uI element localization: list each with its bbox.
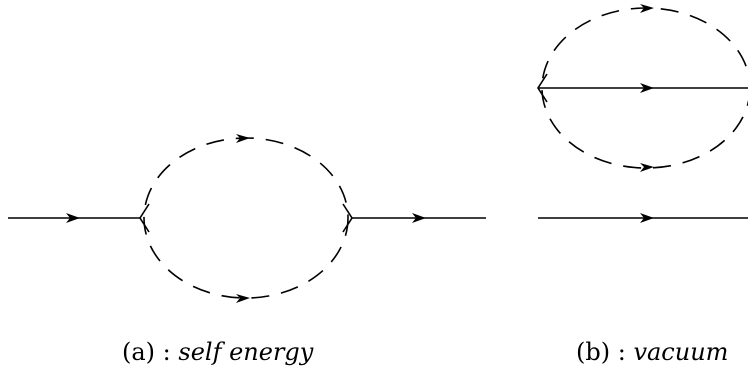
vacuum-top-arrow-icon <box>640 4 654 13</box>
loop-bottom-arrow-icon <box>236 294 250 303</box>
caption-b-text: vacuum <box>633 338 729 366</box>
caption-vacuum: (b) : vacuum <box>576 338 728 366</box>
scalar-loop <box>143 137 349 299</box>
self-energy-diagram <box>8 134 486 303</box>
vacuum-inner-arrow-icon <box>640 83 654 93</box>
vacuum-bottom-arrow-icon <box>640 163 654 172</box>
vacuum-diagram <box>537 4 748 223</box>
left-vertex <box>139 203 150 233</box>
loop-top-arrow-icon <box>236 134 250 143</box>
outgoing-arrow-icon <box>412 213 426 223</box>
caption-a-separator: : <box>155 338 179 366</box>
caption-self-energy: (a) : self energy <box>122 338 313 366</box>
caption-b-separator: : <box>610 338 634 366</box>
vacuum-free-arrow-icon <box>640 213 654 223</box>
caption-a-label: (a) <box>122 338 156 366</box>
incoming-arrow-icon <box>66 213 80 223</box>
caption-a-text: self energy <box>178 338 314 366</box>
caption-b-label: (b) <box>576 338 611 366</box>
